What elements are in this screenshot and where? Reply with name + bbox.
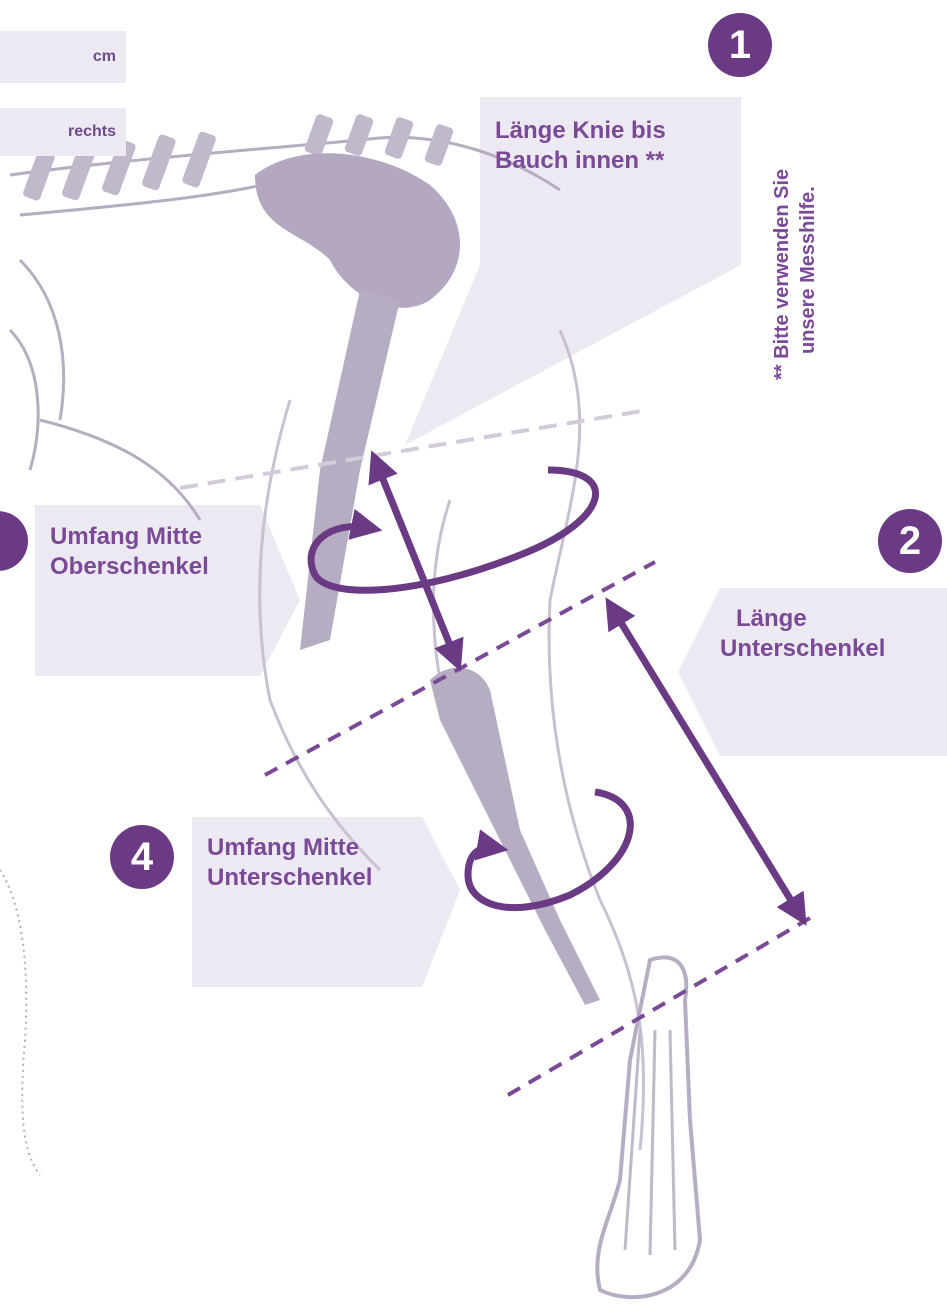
- badge-3-circle: [0, 511, 28, 571]
- label-2-line2: Unterschenkel: [720, 634, 885, 664]
- label-3: Umfang Mitte Oberschenkel: [50, 522, 209, 582]
- arrow-length-knee-belly: [376, 462, 456, 660]
- label-3-line2: Oberschenkel: [50, 552, 209, 582]
- paw-bones: [625, 1030, 675, 1255]
- label-4: Umfang Mitte Unterschenkel: [207, 833, 372, 893]
- label-4-line1: Umfang Mitte: [207, 833, 372, 863]
- label-1: Länge Knie bis Bauch innen **: [495, 116, 666, 176]
- unit-tab: cm: [0, 31, 126, 83]
- side-tab: rechts: [0, 108, 126, 156]
- label-1-line1: Länge Knie bis: [495, 116, 666, 146]
- ribs: [10, 260, 200, 520]
- badge-1-number: 1: [708, 13, 772, 77]
- badge-2-number: 2: [878, 509, 942, 573]
- label-1-line2: Bauch innen **: [495, 146, 666, 176]
- measuring-aid-note: ** Bitte verwenden Sie unsere Messhilfe.: [769, 169, 821, 380]
- note-line2: unsere Messhilfe.: [795, 169, 821, 380]
- femur: [300, 290, 400, 650]
- badge-4-number: 4: [110, 825, 174, 889]
- other-leg-dotted: [0, 870, 40, 1175]
- pelvis: [255, 153, 460, 308]
- label-2: Länge Unterschenkel: [734, 604, 885, 664]
- tibia: [430, 668, 600, 1005]
- paw: [597, 957, 700, 1297]
- label-4-line2: Unterschenkel: [207, 863, 372, 893]
- label-2-line1: Länge: [734, 604, 885, 634]
- note-line1: ** Bitte verwenden Sie: [769, 169, 795, 380]
- label-3-line1: Umfang Mitte: [50, 522, 209, 552]
- unit-label: cm: [93, 48, 116, 66]
- side-label: rechts: [68, 123, 116, 141]
